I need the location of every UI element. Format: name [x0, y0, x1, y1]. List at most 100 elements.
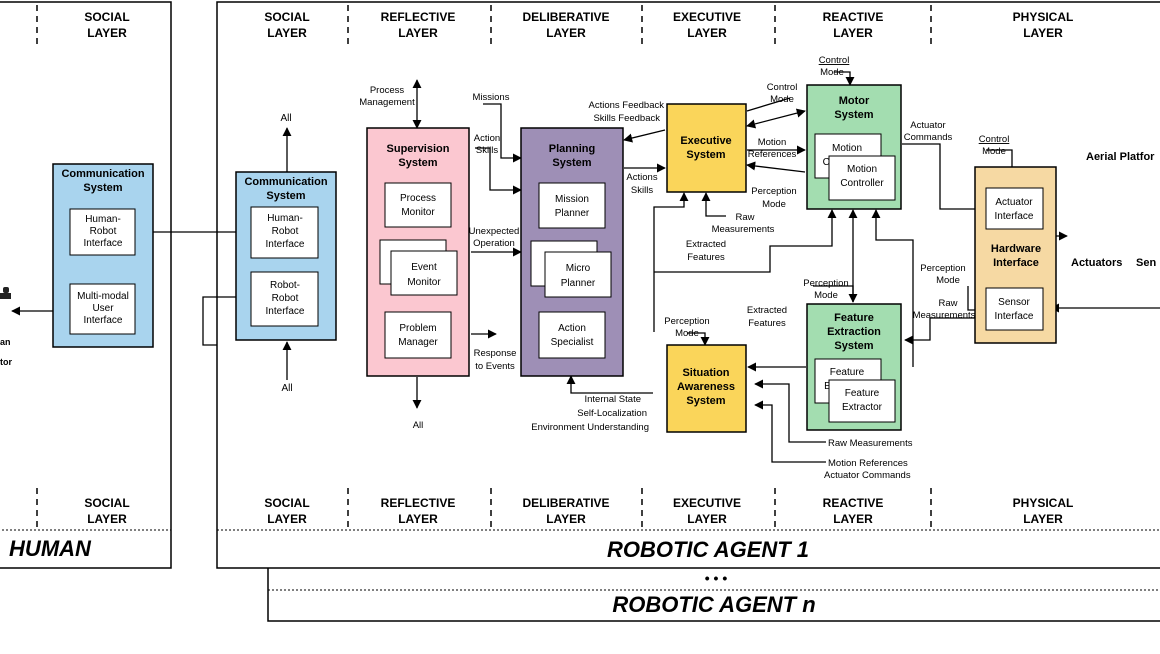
sensors-label: Sen [1136, 257, 1156, 269]
unexpected-operation-1: Unexpected [469, 226, 520, 237]
situation-perception-mode-2: Mode [675, 328, 699, 339]
hdr-physical-1: PHYSICAL [1013, 10, 1074, 24]
human-hri-2: Robot [90, 226, 117, 237]
human-mmui-2: User [92, 303, 114, 314]
hdr-b-physical-2: LAYER [1023, 512, 1063, 526]
human-comm-title-1: Communication [61, 168, 144, 180]
actuator-commands-2: Commands [904, 132, 953, 143]
micro-planner-2: Planner [561, 278, 596, 289]
action-specialist-2: Specialist [551, 337, 594, 348]
motor-control-mode-top-2: Mode [820, 67, 844, 78]
hdr-b-reflective-1: REFLECTIVE [381, 496, 456, 510]
hdr-b-executive-1: EXECUTIVE [673, 496, 741, 510]
hw-control-mode-2: Mode [982, 146, 1006, 157]
sensor-interface-1: Sensor [998, 297, 1030, 308]
response-to-events-2: to Events [475, 361, 515, 372]
feature-extracted-features-1: Extracted [747, 305, 787, 316]
ellipsis: • • • [705, 570, 728, 586]
hardware-title-1: Hardware [991, 243, 1041, 255]
actions-feedback-1: Actions Feedback [588, 100, 664, 111]
agent-rri-3: Interface [266, 306, 305, 317]
motor-control-mode-top-1: Control [819, 55, 850, 66]
response-to-events-1: Response [474, 348, 517, 359]
actions-feedback-2: Skills Feedback [593, 113, 660, 124]
hdr-b-reactive-2: LAYER [833, 512, 873, 526]
robotic-agent-n-panel: • • • ROBOTIC AGENT n [267, 568, 1160, 622]
exec-extracted-features-1: Extracted [686, 239, 726, 250]
action-specialist-1: Action [558, 323, 586, 334]
hdr-physical-2: LAYER [1023, 26, 1063, 40]
hdr-b-physical-1: PHYSICAL [1013, 496, 1074, 510]
agent-comm-title-1: Communication [244, 176, 327, 188]
hdr-b-deliberative-1: DELIBERATIVE [522, 496, 609, 510]
motor-title-1: Motor [839, 95, 870, 107]
hdr-b-social-2: LAYER [267, 512, 307, 526]
layer-headers-top: SOCIAL LAYER SOCIAL LAYER REFLECTIVE LAY… [84, 10, 1073, 40]
action-skills-2: Skills [476, 145, 498, 156]
feature-extractor-2: Extractor [842, 402, 883, 413]
hdr-social-human-2: LAYER [87, 26, 127, 40]
executive-title-2: System [686, 149, 725, 161]
process-management-2: Management [359, 97, 415, 108]
feature-perception-mode-2: Mode [814, 290, 838, 301]
process-management-1: Process [370, 85, 405, 96]
hdr-reflective-2: LAYER [398, 26, 438, 40]
feature-title-2: Extraction [827, 326, 881, 338]
supervision-all-bottom: All [413, 420, 424, 431]
situation-awareness-system: Situation Awareness System Perception Mo… [664, 316, 747, 433]
sensor-interface-2: Interface [995, 311, 1034, 322]
hw-perception-mode-1: Perception [920, 263, 965, 274]
human-panel-label: HUMAN [9, 536, 92, 561]
hdr-b-reflective-2: LAYER [398, 512, 438, 526]
hdr-b-social-human-2: LAYER [87, 512, 127, 526]
feature-title-3: System [834, 340, 873, 352]
motor-perception-mode-2: Mode [762, 199, 786, 210]
missions-label: Missions [473, 92, 510, 103]
agent-hri-2: Robot [272, 226, 299, 237]
executive-system: Executive System Actions Feedback Skills… [588, 100, 774, 263]
actuators-label: Actuators [1071, 257, 1122, 269]
agent-communication-system: Communication System Human- Robot Interf… [235, 113, 337, 394]
motor-system: Motor System Motion Co Motion Controller… [748, 55, 953, 210]
hw-control-mode-1: Control [979, 134, 1010, 145]
hdr-social-1: SOCIAL [264, 10, 309, 24]
situation-title-2: Awareness [677, 381, 735, 393]
situation-title-3: System [686, 395, 725, 407]
hdr-social-2: LAYER [267, 26, 307, 40]
hdr-b-social-1: SOCIAL [264, 496, 309, 510]
human-comm-title-2: System [83, 182, 122, 194]
problem-manager-2: Manager [398, 337, 438, 348]
planning-title-2: System [552, 157, 591, 169]
process-monitor-1: Process [400, 193, 436, 204]
exec-raw-measurements-1: Raw [735, 212, 754, 223]
supervision-system: Supervision System Process Monitor Event… [359, 85, 519, 431]
exec-raw-measurements-2: Measurements [712, 224, 775, 235]
hw-raw-measurements-1: Raw [938, 298, 957, 309]
hdr-executive-1: EXECUTIVE [673, 10, 741, 24]
motion-back-1: Motion [832, 143, 862, 154]
feature-raw-measurements: Raw Measurements [828, 438, 913, 449]
hdr-reactive-1: REACTIVE [823, 10, 884, 24]
hdr-b-social-human-1: SOCIAL [84, 496, 129, 510]
mission-planner-2: Planner [555, 208, 590, 219]
layer-separators [36, 5, 932, 527]
human-mmui-3: Interface [84, 315, 123, 326]
motion-references-2: References [748, 149, 797, 160]
motion-references-1: Motion [758, 137, 787, 148]
planning-title-1: Planning [549, 143, 595, 155]
human-panel: HUMAN [0, 1, 172, 569]
process-monitor-2: Monitor [401, 207, 435, 218]
motion-refs-2: Actuator Commands [824, 470, 911, 481]
situation-title-1: Situation [682, 367, 729, 379]
operator-label-2: tor [0, 357, 12, 367]
human-operator-icon: an tor [0, 287, 12, 367]
internal-state-2: Self-Localization [577, 408, 647, 419]
motion-controller-2: Controller [840, 178, 884, 189]
supervision-title-1: Supervision [387, 143, 450, 155]
event-monitor-1: Event [411, 262, 437, 273]
hardware-title-2: Interface [993, 257, 1039, 269]
hw-perception-mode-2: Mode [936, 275, 960, 286]
exec-extracted-features-2: Features [687, 252, 725, 263]
agent-rri-1: Robot- [270, 280, 300, 291]
